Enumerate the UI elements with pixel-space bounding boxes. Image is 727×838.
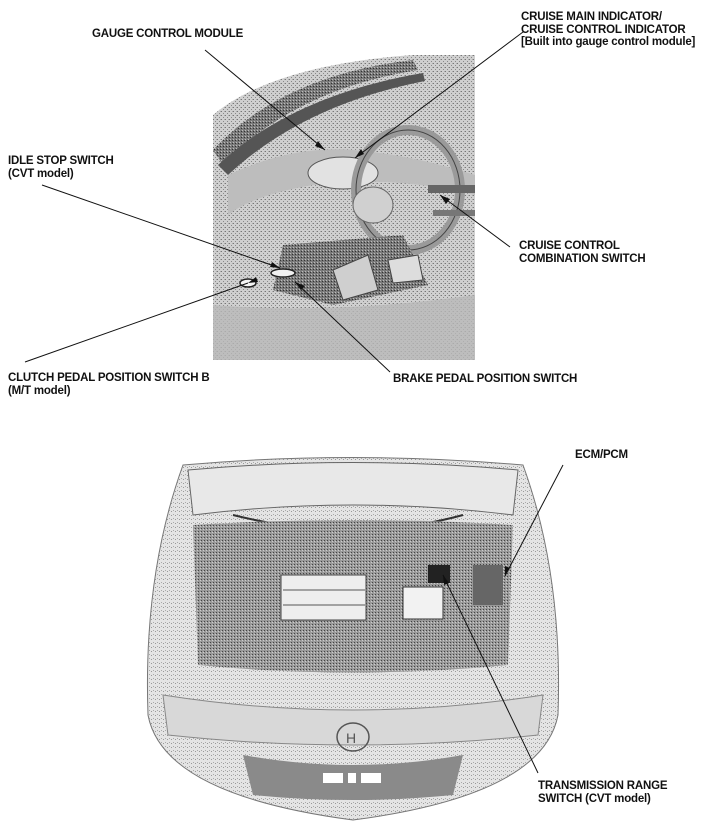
label-cruise-combination-switch: CRUISE CONTROL COMBINATION SWITCH bbox=[519, 240, 646, 265]
label-brake-pedal-switch: BRAKE PEDAL POSITION SWITCH bbox=[393, 373, 577, 386]
svg-text:H: H bbox=[346, 730, 356, 746]
label-line: BRAKE PEDAL POSITION SWITCH bbox=[393, 373, 578, 385]
label-line: COMBINATION SWITCH bbox=[519, 252, 646, 265]
label-line: SWITCH (CVT model) bbox=[538, 792, 651, 805]
label-transmission-range-switch: TRANSMISSION RANGE SWITCH (CVT model) bbox=[538, 780, 667, 805]
engine-compartment-illustration: H bbox=[143, 455, 563, 827]
label-line: TRANSMISSION RANGE bbox=[538, 780, 668, 792]
label-idle-stop-switch: IDLE STOP SWITCH (CVT model) bbox=[8, 155, 114, 180]
label-cruise-indicator: CRUISE MAIN INDICATOR/ CRUISE CONTROL IN… bbox=[521, 11, 695, 49]
label-line: ECM/PCM bbox=[575, 449, 628, 461]
dashboard-interior-illustration bbox=[213, 55, 475, 360]
label-line: (CVT model) bbox=[8, 167, 74, 180]
label-clutch-pedal-switch: CLUTCH PEDAL POSITION SWITCH B (M/T mode… bbox=[8, 372, 210, 397]
label-ecm-pcm: ECM/PCM bbox=[575, 449, 628, 462]
label-line: [Built into gauge control module] bbox=[521, 36, 696, 48]
label-line: IDLE STOP SWITCH bbox=[8, 155, 114, 167]
label-line: (M/T model) bbox=[8, 384, 71, 397]
label-line: CRUISE CONTROL INDICATOR bbox=[521, 23, 686, 36]
label-gauge-control-module: GAUGE CONTROL MODULE bbox=[92, 28, 243, 41]
label-line: CLUTCH PEDAL POSITION SWITCH B bbox=[8, 372, 210, 384]
label-line: CRUISE CONTROL bbox=[519, 240, 620, 252]
label-line: CRUISE MAIN INDICATOR/ bbox=[521, 11, 662, 23]
label-line: GAUGE CONTROL MODULE bbox=[92, 28, 244, 40]
